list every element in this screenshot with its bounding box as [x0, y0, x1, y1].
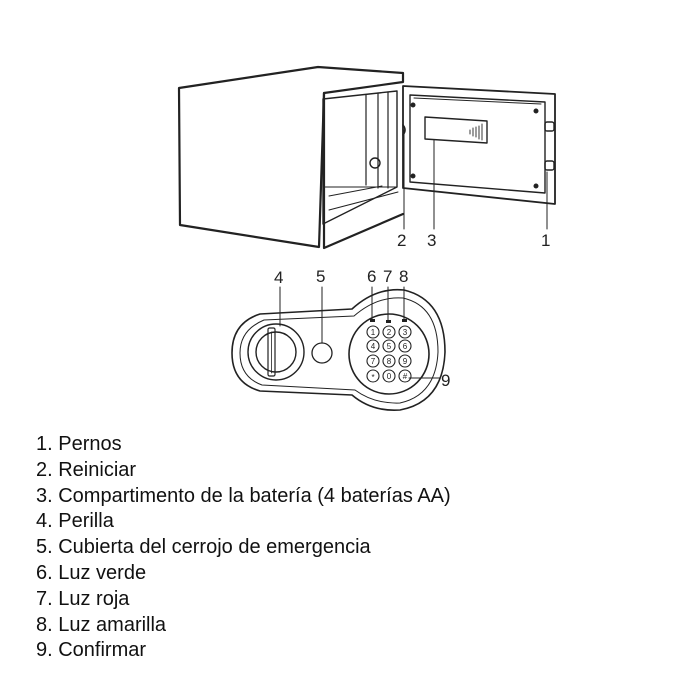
svg-text:8: 8 — [387, 357, 392, 366]
legend-item-luz-verde: 6. Luz verde — [36, 561, 147, 584]
svg-text:#: # — [403, 372, 408, 381]
callout-3: 3 — [427, 231, 437, 250]
svg-text:9: 9 — [403, 357, 408, 366]
svg-text:6: 6 — [403, 342, 408, 351]
callout-9: 9 — [441, 371, 451, 390]
svg-text:1: 1 — [371, 328, 376, 337]
legend-item-perilla: 4. Perilla — [36, 510, 114, 533]
safe-illustration: 123 456 789 *0# — [177, 65, 556, 412]
callout-6: 6 — [367, 267, 377, 286]
safe-door — [402, 85, 556, 205]
legend-item-luz-roja: 7. Luz roja — [36, 587, 130, 610]
parts-legend: 1. Pernos 2. Reiniciar 3. Compartimento … — [36, 432, 451, 664]
svg-text:2: 2 — [387, 328, 392, 337]
svg-text:*: * — [371, 373, 374, 382]
keypad-labels: 1 2 3 4 5 6 7 8 9 * 0 # — [371, 328, 408, 382]
svg-text:3: 3 — [403, 328, 408, 337]
leader-lines — [403, 129, 548, 230]
safe-body — [177, 65, 405, 250]
legend-item-pernos: 1. Pernos — [36, 433, 122, 455]
leds — [370, 319, 407, 323]
svg-text:4: 4 — [371, 342, 376, 351]
callout-4: 4 — [274, 268, 284, 287]
callout-8: 8 — [399, 267, 409, 286]
legend-item-confirmar: 9. Confirmar — [36, 639, 147, 662]
callout-5: 5 — [316, 267, 326, 286]
svg-text:0: 0 — [387, 372, 392, 381]
legend-item-cubierta-cerrojo: 5. Cubierta del cerrojo de emergencia — [36, 536, 371, 559]
lock-panel — [231, 288, 446, 412]
callout-7: 7 — [383, 267, 393, 286]
legend-item-reiniciar: 2. Reiniciar — [36, 458, 137, 481]
legend-item-compartimento-bateria: 3. Compartimento de la batería (4 baterí… — [36, 484, 451, 507]
svg-text:7: 7 — [371, 357, 376, 366]
callout-1: 1 — [541, 231, 551, 250]
callout-2: 2 — [397, 231, 407, 250]
legend-item-luz-amarilla: 8. Luz amarilla — [36, 613, 167, 636]
svg-text:5: 5 — [387, 342, 392, 351]
keypad — [366, 325, 412, 383]
